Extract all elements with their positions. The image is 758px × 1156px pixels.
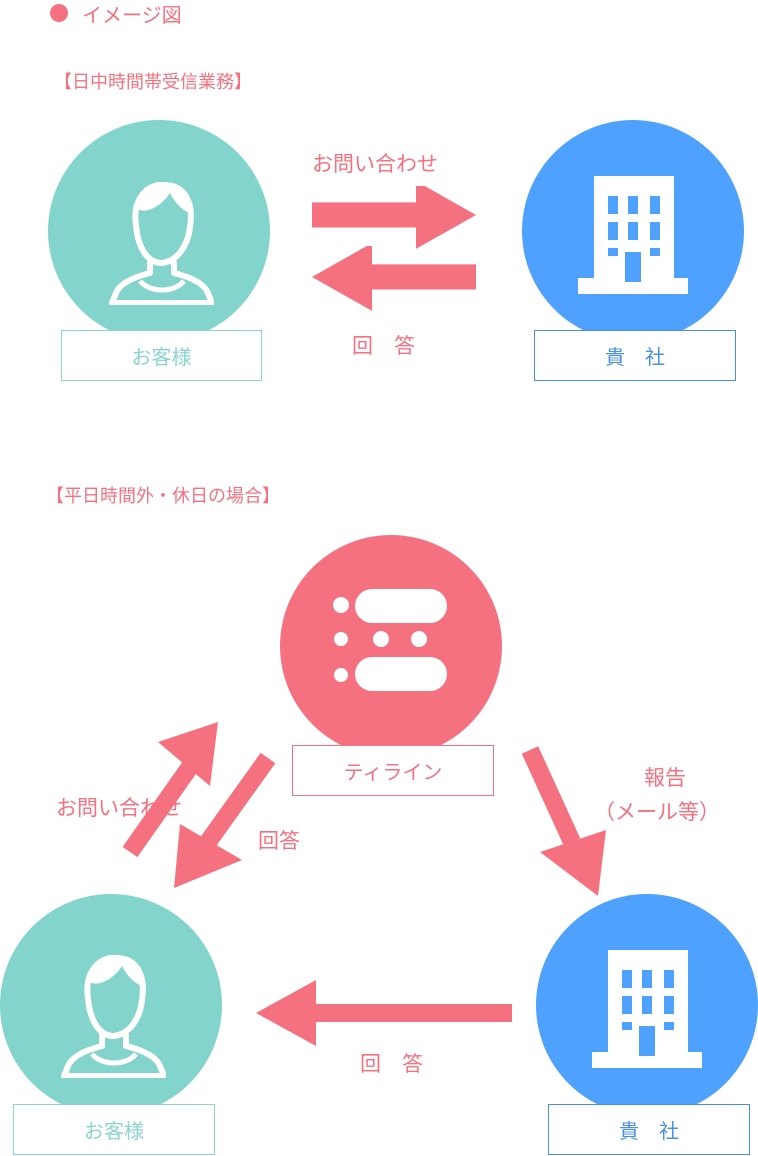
section2-label: 【平日時間外・休日の場合】 [46, 486, 280, 507]
section2-company-label: 貴 社 [548, 1104, 750, 1155]
building-icon [592, 950, 702, 1068]
section2-inquiry-text: お問い合わせ [56, 796, 182, 820]
section1-label: 【日中時間帯受信業務】 [54, 72, 252, 93]
section2-customer-label: お客様 [13, 1104, 215, 1155]
section2-report-text-line1: 報告 [644, 766, 686, 790]
bullet-dot-icon [50, 4, 68, 22]
section2-customer-circle [0, 894, 222, 1116]
building-icon [578, 176, 688, 294]
diagram-title: イメージ図 [50, 0, 182, 27]
diagram-title-text: イメージ図 [82, 2, 182, 27]
section2-teeline-label: ティライン [292, 745, 494, 796]
section2-answer-arrow-bottom [256, 980, 512, 1046]
section1-inquiry-arrow [312, 186, 476, 249]
section2-answer-text-left: 回答 [258, 829, 300, 853]
speech-bubbles-icon [333, 589, 447, 691]
person-icon [109, 181, 214, 305]
section2-diagonal-arrows [122, 722, 276, 888]
section1-customer-circle [48, 120, 270, 342]
section1-inquiry-text: お問い合わせ [312, 152, 438, 176]
section2-answer-arrow-left [174, 752, 276, 888]
section1-answer-arrow [312, 246, 476, 311]
section1-customer-label: お客様 [61, 330, 262, 381]
section2-company-circle [536, 894, 758, 1116]
section2-report-arrow [521, 746, 606, 896]
section2-teeline-circle [280, 535, 502, 757]
section2-answer-text-bottom: 回 答 [360, 1052, 423, 1076]
section1-company-label: 貴 社 [534, 330, 736, 381]
person-icon [61, 954, 166, 1078]
section1-answer-text: 回 答 [352, 334, 415, 358]
section2-inquiry-arrow [122, 722, 218, 858]
section2-report-text-line2: （メール等） [594, 800, 720, 824]
section1-company-circle [522, 120, 744, 342]
